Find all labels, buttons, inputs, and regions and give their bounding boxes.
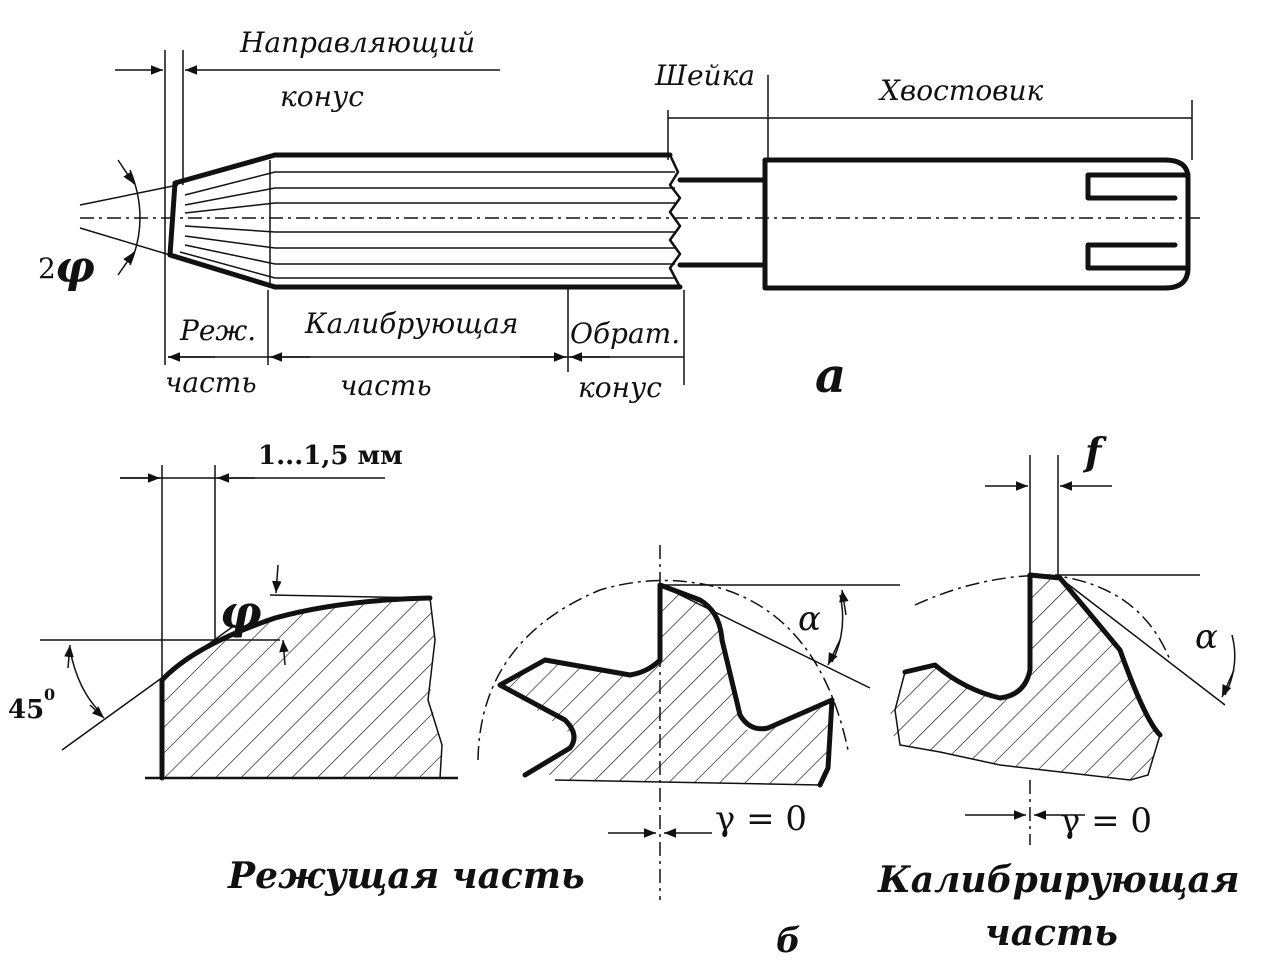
shank-slot-bottom [1085,242,1191,271]
tooth-clearance-line [669,589,871,689]
label-alpha-2: α [1195,617,1218,657]
calib-alpha-arrow [1221,669,1235,698]
label-gamma-2: γ = 0 [1060,801,1152,841]
label-calib-part-2: часть [340,369,432,402]
label-fig-b: б [776,921,801,961]
calib-break-line [894,671,1161,781]
phi-arrow-bot [279,639,289,666]
phi-arrow-top [272,564,282,594]
tooth-base [554,779,821,786]
tooth-profile-hatch [500,585,830,785]
label-gamma-1: γ = 0 [715,799,807,839]
cutting-section-hatch [162,598,442,778]
angle-arrow-bottom [117,251,135,276]
label-shank: Хвостовик [878,74,1044,107]
tooth-alpha-arrow-top [839,589,849,616]
label-cut-part-1: Реж. [179,314,256,347]
calib-profile-edge [902,572,1163,738]
angle-45-arrow-bot [89,704,105,719]
angle-45-arrow-top [64,644,74,669]
angle-line-bottom [79,227,171,256]
reamer-view [79,50,1200,385]
label-alpha-1: α [798,599,821,639]
calibrating-part-section [890,455,1236,845]
chamfer-45-line [61,624,236,751]
label-caption-calibrating-2: часть [985,912,1118,954]
label-back-cone-2: конус [578,371,662,404]
calib-clearance-line [1059,577,1226,706]
label-caption-calibrating-1: Калибрирующая [877,859,1240,901]
label-phi: φ [220,585,262,639]
label-caption-cutting: Режущая часть [227,855,585,897]
label-guide-cone-1: Направляющий [239,26,475,59]
label-two-phi-sym: φ [55,242,95,293]
label-angle-45: 45 [8,695,44,725]
label-f: f [1082,429,1107,474]
label-calib-part-1: Калибрующая [304,307,518,340]
angle-45-arc [69,649,101,713]
tooth-circle-arc [477,579,849,761]
tooth-alpha-arrow-bot [827,639,841,666]
label-neck: Шейка [654,59,755,92]
label-fig-a: а [815,348,846,404]
label-back-cone-1: Обрат. [570,317,680,350]
cutting-section-break [427,597,443,779]
label-guide-cone-2: конус [280,80,364,113]
label-dim-chamfer: 1...1,5 мм [258,441,403,471]
label-angle-45-sup: 0 [44,685,55,704]
calib-profile-hatch [890,575,1160,780]
cutting-part-section [40,465,458,781]
calib-circle-arc [914,574,1171,661]
label-two-phi-num: 2 [38,252,56,285]
cutting-cone-outline [167,152,278,290]
tooth-profile-section [477,545,900,900]
serrated-end [668,154,682,288]
label-cut-part-2: часть [165,366,257,399]
shank-slot-top [1085,172,1191,201]
angle-arrow-top [117,159,135,185]
angle-line-top [79,184,179,206]
phi-ref-line [269,594,431,599]
flute-lines [179,160,675,283]
